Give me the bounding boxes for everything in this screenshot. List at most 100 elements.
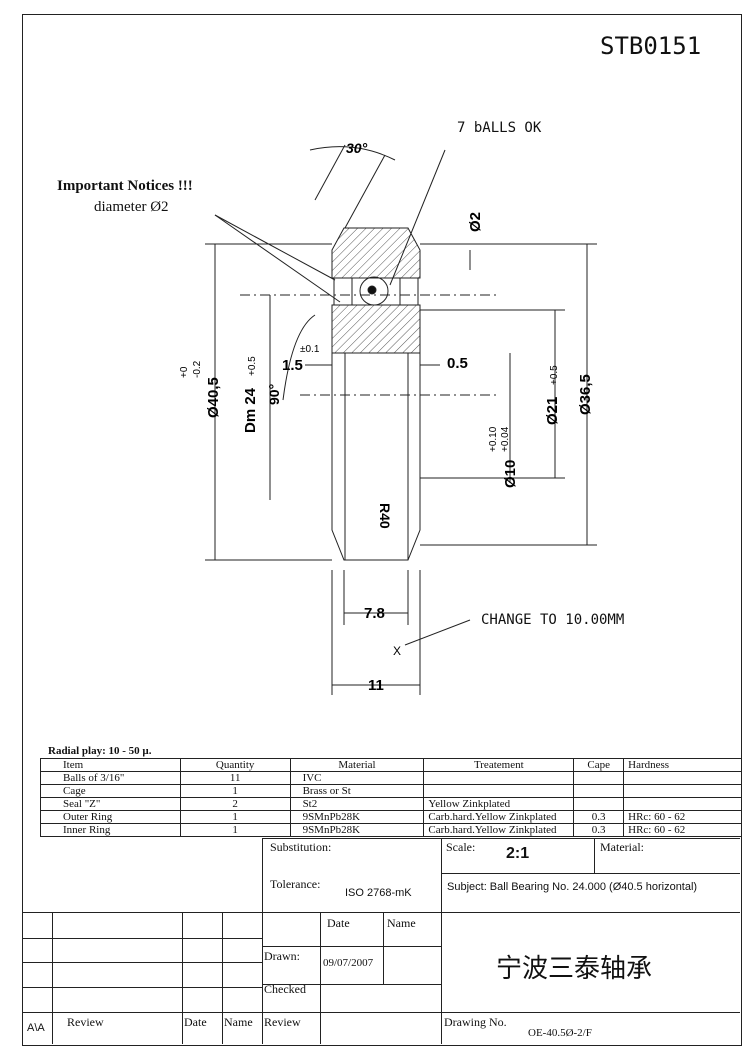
revision-mark: A\A bbox=[27, 1022, 45, 1034]
bom-cell bbox=[423, 771, 575, 785]
dim-d21-tol: +0.5 bbox=[549, 365, 560, 385]
bom-cell bbox=[573, 771, 625, 785]
bom-cell bbox=[623, 784, 742, 798]
tb-line bbox=[441, 838, 442, 912]
rev-date-label: Date bbox=[184, 1015, 207, 1029]
date-label: Date bbox=[327, 916, 350, 930]
drawn-date: 09/07/2007 bbox=[323, 957, 374, 969]
bom-cell: Cage bbox=[40, 784, 181, 798]
dim-bore-tol-upper: +0.10 bbox=[488, 426, 499, 452]
dim-radius: R40 bbox=[377, 503, 393, 529]
bearing-body bbox=[331, 353, 421, 561]
bom-cell: Brass or St bbox=[289, 784, 425, 798]
tb-line bbox=[22, 912, 740, 913]
bom-header: Quantity bbox=[179, 758, 291, 772]
bom-header: Material bbox=[289, 758, 425, 772]
table-row: Balls of 3/16" 11 IVC bbox=[40, 771, 742, 785]
bom-cell bbox=[423, 784, 575, 798]
bom-cell: Carb.hard.Yellow Zinkplated bbox=[423, 810, 575, 824]
dim-angle-top: 30° bbox=[346, 140, 368, 156]
dim-chamfer-tol: ±0.1 bbox=[300, 344, 320, 355]
tb-line bbox=[52, 912, 53, 1044]
bom-header-row: Item Quantity Material Treatement Cape H… bbox=[40, 758, 742, 772]
dim-bore-tol-lower: +0.04 bbox=[500, 426, 511, 452]
bom-cell: 2 bbox=[179, 797, 291, 811]
bom-cell: Outer Ring bbox=[40, 810, 181, 824]
bom-cell: St2 bbox=[289, 797, 425, 811]
tb-line bbox=[262, 838, 740, 839]
dim-pitch-tol: +0.5 bbox=[247, 356, 258, 376]
tb-line bbox=[383, 912, 384, 984]
scale-label: Scale: bbox=[446, 840, 476, 854]
notice-title: Important Notices !!! bbox=[57, 178, 193, 194]
substitution-label: Substitution: bbox=[270, 840, 332, 854]
checked-label: Checked bbox=[264, 982, 306, 996]
bom-header: Item bbox=[40, 758, 181, 772]
tb-line bbox=[320, 912, 321, 1044]
rev-name-label: Name bbox=[224, 1015, 253, 1029]
subject: Subject: Ball Bearing No. 24.000 (Ø40.5 … bbox=[447, 881, 698, 893]
bom-cell: Inner Ring bbox=[40, 823, 181, 837]
tolerance-value: ISO 2768-mK bbox=[345, 887, 412, 899]
drawn-label: Drawn: bbox=[264, 949, 300, 963]
balls-note: 7 bALLS OK bbox=[457, 120, 542, 136]
dim-chamfer: 1.5 bbox=[282, 357, 303, 374]
table-row: Cage 1 Brass or St bbox=[40, 784, 742, 798]
notice-text: diameter Ø2 bbox=[94, 199, 169, 215]
review2-label: Review bbox=[264, 1015, 301, 1029]
tb-line bbox=[22, 987, 262, 988]
dim-gap: 0.5 bbox=[447, 355, 468, 372]
bom-cell: 9SMnPb28K bbox=[289, 810, 425, 824]
review-label: Review bbox=[67, 1015, 104, 1029]
bom-cell: Carb.hard.Yellow Zinkplated bbox=[423, 823, 575, 837]
bom-cell: IVC bbox=[289, 771, 425, 785]
bom-cell bbox=[573, 784, 625, 798]
dim-od-tol-upper: +0 bbox=[179, 366, 190, 378]
bom-cell: 11 bbox=[179, 771, 291, 785]
bom-cell bbox=[623, 797, 742, 811]
scale-value: 2:1 bbox=[506, 845, 530, 862]
tb-line bbox=[262, 984, 441, 985]
bom-table: Item Quantity Material Treatement Cape H… bbox=[40, 758, 742, 837]
tb-line bbox=[262, 946, 441, 947]
tb-line bbox=[594, 838, 595, 874]
dim-width-78: 7.8 bbox=[364, 605, 385, 622]
bom-cell bbox=[623, 771, 742, 785]
tb-line bbox=[22, 938, 262, 939]
dim-width-11: 11 bbox=[368, 677, 384, 694]
bom-cell: 1 bbox=[179, 784, 291, 798]
tb-line bbox=[182, 912, 183, 1044]
bom-cell bbox=[573, 797, 625, 811]
bom-cell: 0.3 bbox=[573, 810, 625, 824]
bom-cell: HRc: 60 - 62 bbox=[623, 810, 742, 824]
bom-cell: HRc: 60 - 62 bbox=[623, 823, 742, 837]
dim-od-tol-lower: -0.2 bbox=[192, 360, 203, 378]
tb-line bbox=[222, 912, 223, 1044]
drawing-frame bbox=[22, 14, 742, 1046]
x-mark: X bbox=[393, 644, 401, 658]
table-row: Inner Ring 1 9SMnPb28K Carb.hard.Yellow … bbox=[40, 823, 742, 837]
bom-cell: Seal "Z" bbox=[40, 797, 181, 811]
change-note: CHANGE TO 10.00MM bbox=[481, 612, 625, 628]
bom-header: Treatement bbox=[423, 758, 575, 772]
table-row: Seal "Z" 2 St2 Yellow Zinkplated bbox=[40, 797, 742, 811]
name-label: Name bbox=[387, 916, 416, 930]
bom-cell: Balls of 3/16" bbox=[40, 771, 181, 785]
outer-ring bbox=[331, 227, 421, 279]
dim-ball: Ø2 bbox=[467, 212, 484, 232]
inner-ring bbox=[331, 304, 421, 354]
company-name: 宁波三泰轴承 bbox=[496, 954, 653, 983]
bom-cell: 1 bbox=[179, 823, 291, 837]
table-row: Outer Ring 1 9SMnPb28K Carb.hard.Yellow … bbox=[40, 810, 742, 824]
drawing-no-label: Drawing No. bbox=[444, 1015, 507, 1029]
bom-header: Cape bbox=[573, 758, 625, 772]
bom-cell: 1 bbox=[179, 810, 291, 824]
tb-line bbox=[441, 912, 442, 1044]
tb-line bbox=[22, 962, 262, 963]
dim-d21: Ø21 bbox=[544, 397, 561, 425]
tb-line bbox=[441, 873, 740, 874]
dim-d365: Ø36,5 bbox=[577, 374, 594, 415]
material-label: Material: bbox=[600, 840, 644, 854]
bom-header: Hardness bbox=[623, 758, 742, 772]
tb-line bbox=[262, 838, 263, 1044]
